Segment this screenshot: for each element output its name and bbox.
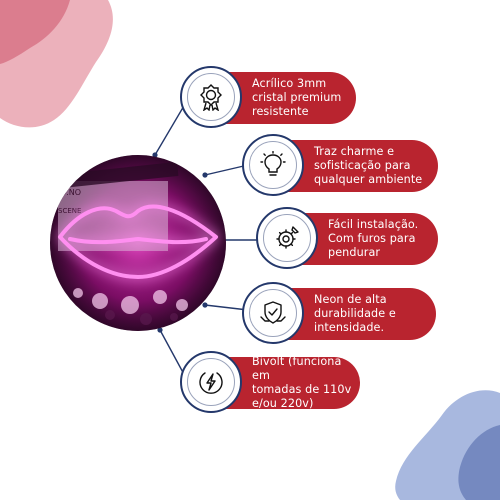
lightbulb-icon bbox=[260, 151, 286, 176]
neon-lips-image: D.NO SCENE bbox=[50, 155, 226, 331]
feature-bivolt: Bivolt (funciona em tomadas de 110v e/ou… bbox=[180, 351, 360, 413]
badge bbox=[256, 207, 318, 269]
blue-blob bbox=[395, 390, 500, 500]
clapper-label: D.NO bbox=[60, 188, 81, 197]
feature-text: Neon de alta durabilidade e intensidade. bbox=[314, 293, 396, 334]
tools-icon bbox=[276, 226, 299, 249]
shield-hands-icon bbox=[260, 301, 286, 324]
badge bbox=[242, 282, 304, 344]
scene-label: SCENE bbox=[58, 207, 81, 215]
feature-charm: Traz charme e sofisticação para qualquer… bbox=[242, 134, 438, 196]
medal-icon bbox=[200, 84, 222, 111]
feature-durability: Neon de alta durabilidade e intensidade. bbox=[242, 282, 436, 344]
badge bbox=[180, 351, 242, 413]
feature-text: Bivolt (funciona em tomadas de 110v e/ou… bbox=[252, 355, 352, 410]
badge bbox=[242, 134, 304, 196]
badge bbox=[180, 66, 242, 128]
pink-blob bbox=[0, 0, 113, 128]
lightning-icon bbox=[199, 372, 223, 394]
feature-acrylic: Acrílico 3mm cristal premium resistente bbox=[180, 66, 356, 128]
feature-installation: Fácil instalação. Com furos para pendura… bbox=[256, 207, 438, 269]
feature-text: Traz charme e sofisticação para qualquer… bbox=[314, 145, 423, 186]
feature-text: Acrílico 3mm cristal premium resistente bbox=[252, 77, 342, 118]
product-photo: D.NO SCENE bbox=[50, 155, 226, 331]
feature-text: Fácil instalação. Com furos para pendura… bbox=[328, 218, 419, 259]
